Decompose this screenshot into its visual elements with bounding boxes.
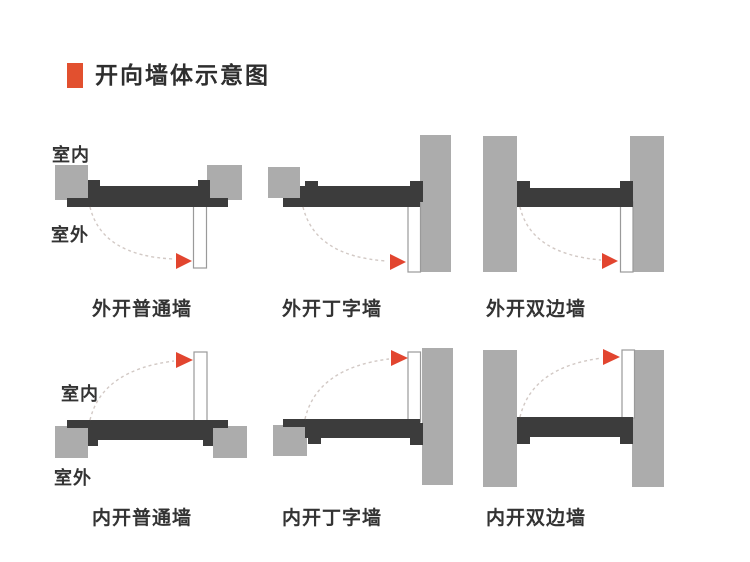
swing-arrow-icon (176, 253, 192, 269)
caption-outward-double-wall: 外开双边墙 (485, 299, 586, 320)
wall-right (213, 426, 247, 458)
diagram-inward-normal-wall (55, 351, 247, 458)
outdoor-label-top: 室外 (51, 225, 89, 245)
indoor-label-bottom: 室内 (61, 384, 99, 404)
caption-outward-t-wall: 外开丁字墙 (281, 299, 382, 320)
swing-arc (89, 206, 175, 260)
door-frame-sill (517, 417, 633, 425)
wall-right (632, 350, 664, 487)
wall-right (422, 348, 453, 485)
door-leaf (619, 201, 634, 273)
door-frame-tab-left (305, 181, 318, 188)
door-frame-sill (283, 198, 420, 207)
indoor-label-top: 室内 (52, 145, 90, 165)
caption-inward-double-wall: 内开双边墙 (485, 508, 586, 529)
door-frame-bar (88, 186, 210, 201)
door-frame-sill (67, 198, 228, 207)
door-frame-tab-right (620, 181, 633, 190)
wall-left (268, 167, 300, 198)
caption-outward-normal-wall: 外开普通墙 (91, 299, 192, 320)
diagram-outward-t-wall (268, 135, 451, 273)
diagram-inward-t-wall (273, 348, 453, 485)
diagram-inward-double-wall (483, 349, 664, 487)
wall-right (420, 135, 451, 272)
door-frame-sill (517, 199, 633, 207)
door-frame-tab-right (620, 435, 633, 444)
outdoor-label-bottom: 室外 (54, 468, 92, 488)
swing-arrow-icon (390, 254, 406, 270)
swing-arc (89, 360, 175, 421)
door-leaf (193, 351, 208, 423)
door-leaf (621, 349, 636, 419)
door-frame-bar (517, 188, 633, 202)
wall-left (273, 425, 307, 456)
swing-arc (519, 357, 603, 418)
diagram-outward-double-wall (483, 136, 664, 273)
door-frame-bar (305, 425, 423, 438)
door-frame-tab-right (203, 438, 213, 446)
door-frame-bar (88, 426, 213, 440)
door-leaf (407, 351, 422, 423)
swing-arc (519, 206, 602, 261)
door-frame-tab-left (517, 435, 530, 444)
caption-inward-t-wall: 内开丁字墙 (281, 508, 382, 529)
wall-right (207, 165, 242, 200)
door-frame-tab-right (198, 180, 210, 188)
door-leaf (407, 202, 422, 273)
swing-arrow-icon (176, 352, 193, 368)
wall-right (630, 136, 664, 272)
door-frame-tab-left (517, 181, 530, 190)
wall-left (483, 350, 517, 487)
swing-arc (302, 206, 387, 262)
wall-left (55, 426, 88, 458)
swing-arc (304, 358, 390, 420)
door-frame-bar (300, 186, 423, 201)
title-bullet-icon (67, 63, 83, 88)
swing-arrow-icon (603, 349, 620, 365)
door-frame-tab-left (88, 180, 100, 188)
door-leaf (192, 201, 208, 269)
door-frame-tab-left (88, 438, 98, 446)
caption-inward-normal-wall: 内开普通墙 (91, 508, 192, 529)
door-frame-sill (67, 420, 228, 428)
page-header: 开向墙体示意图 (67, 62, 270, 89)
door-frame-bar (517, 423, 633, 437)
wall-left (483, 136, 517, 272)
page-title: 开向墙体示意图 (95, 62, 270, 88)
diagram-outward-normal-wall (55, 165, 242, 269)
door-frame-tab-left (308, 436, 321, 444)
wall-left (55, 165, 88, 200)
swing-arrow-icon (391, 350, 408, 366)
door-frame-sill (283, 419, 420, 427)
swing-arrow-icon (602, 253, 618, 269)
